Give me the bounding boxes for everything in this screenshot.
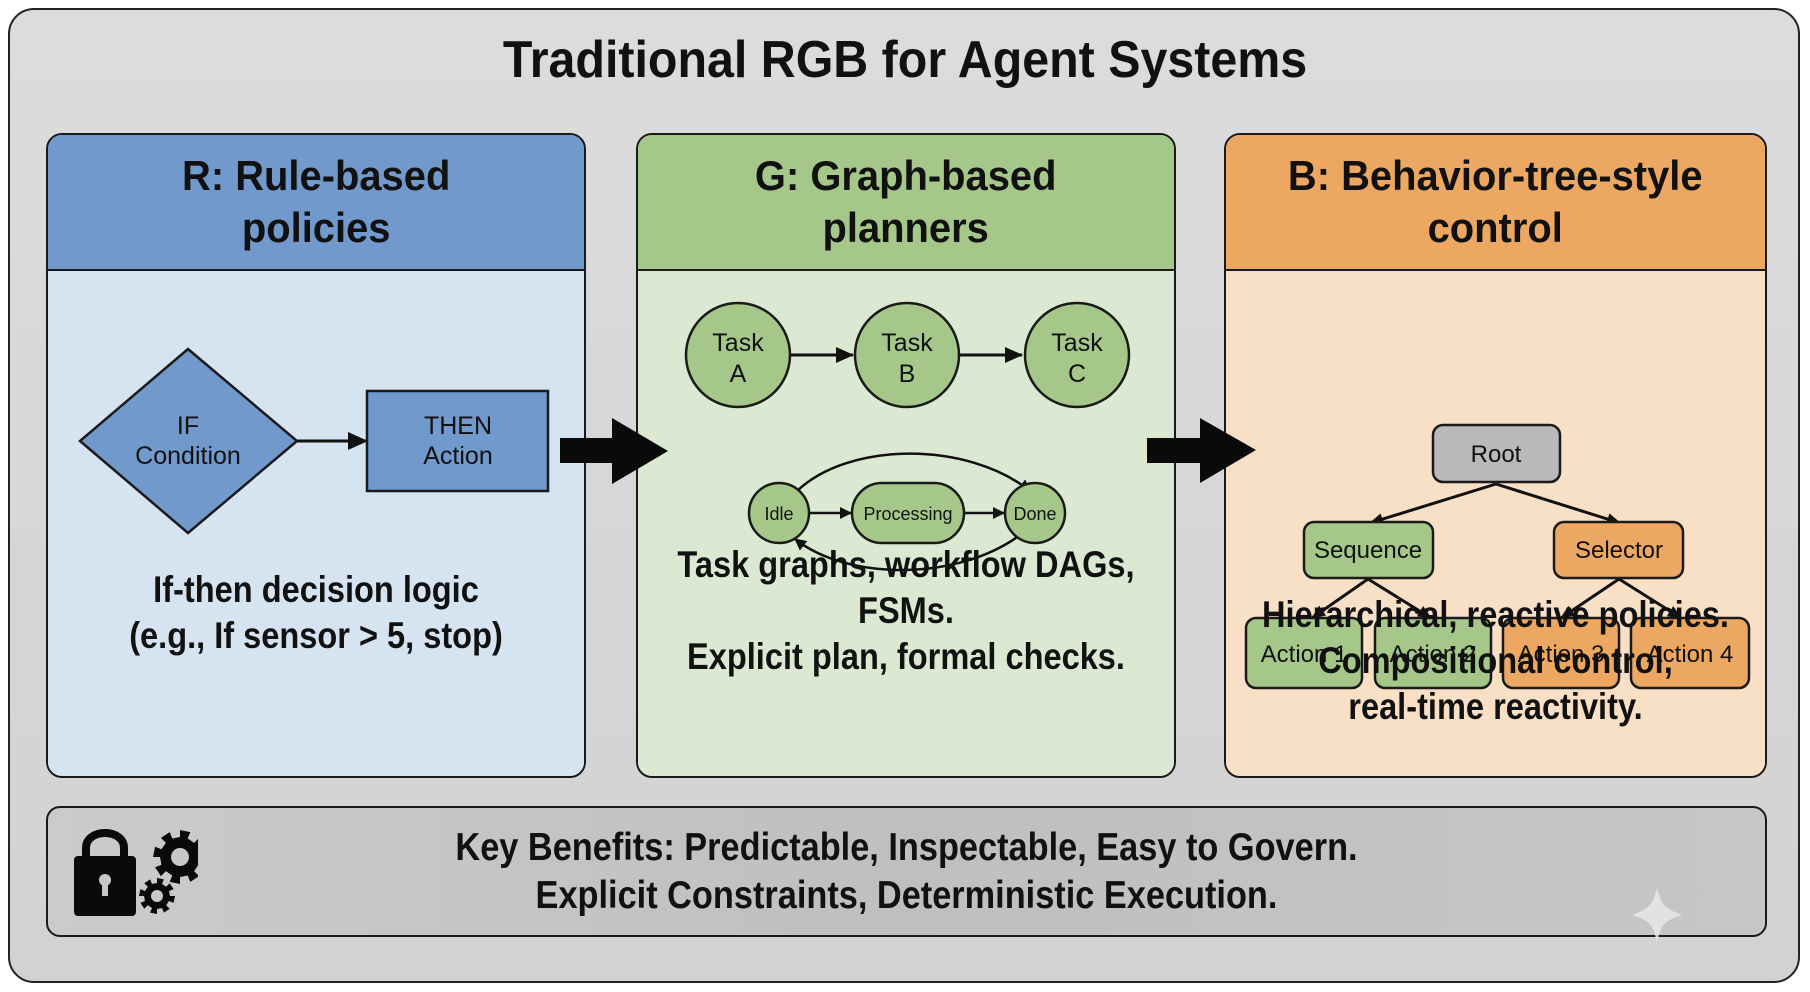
root-to-selector-edge (1495, 482, 1621, 525)
task-node-a (684, 301, 792, 409)
description-line: Compositional control, (1318, 640, 1673, 681)
panel-graph-body: Task A Task B Task C Idle Processing Don… (638, 271, 1174, 776)
task-a-label-line1: Task (712, 329, 764, 357)
panel-graph-heading: G: Graph-based planners (638, 135, 1174, 271)
task-b-label-line1: Task (881, 329, 933, 357)
panel-rule-heading-line: R: Rule-based (181, 152, 451, 199)
fsm-idle-to-done-arc (795, 452, 1031, 493)
key-benefits-bar: Key Benefits: Predictable, Inspectable, … (46, 806, 1767, 937)
condition-label-line2: Condition (135, 442, 241, 470)
panel-graph-heading-line: planners (822, 204, 990, 251)
benefits-line: Explicit Constraints, Deterministic Exec… (535, 874, 1278, 917)
tree-root-label: Root (1471, 441, 1522, 468)
description-line: If-then decision logic (153, 569, 479, 610)
tree-node-sequence (1302, 520, 1435, 580)
condition-label-line1: IF (177, 412, 199, 440)
sequence-to-action2-edge (1367, 577, 1432, 620)
tree-node-action-3 (1501, 616, 1621, 690)
selector-to-action4-edge (1618, 577, 1682, 620)
description-line: real-time reactivity. (1348, 686, 1643, 727)
panel-tree-heading: B: Behavior-tree-style control (1226, 135, 1765, 271)
panel-rule-body: IF Condition THEN Action If-then decisio… (48, 271, 584, 776)
description-line: Task graphs, workflow DAGs, (677, 544, 1135, 585)
rule-diagram: IF Condition THEN Action (78, 347, 550, 535)
action-label-line2: Action (423, 442, 492, 470)
fsm-idle-label: Idle (764, 504, 793, 524)
tree-action-2-label: Action 2 (1390, 641, 1477, 668)
panel-behavior-tree: B: Behavior-tree-style control Root Sequ… (1224, 133, 1767, 778)
task-b-label-line2: B (899, 360, 916, 388)
panel-tree-heading-line: control (1427, 204, 1564, 251)
tree-node-action-2 (1373, 616, 1493, 690)
panel-rule-description: If-then decision logic (e.g., If sensor … (48, 567, 584, 659)
description-line: (e.g., If sensor > 5, stop) (129, 615, 503, 656)
sequence-to-action1-edge (1311, 577, 1369, 620)
tree-action-3-label: Action 3 (1518, 641, 1605, 668)
fsm-done-to-idle-arc (794, 533, 1021, 572)
task-a-label-line2: A (730, 360, 747, 388)
fsm-state-idle (747, 481, 811, 545)
benefits-icons (74, 829, 198, 916)
benefits-text: Key Benefits: Predictable, Inspectable, … (48, 824, 1765, 920)
panel-rule-heading: R: Rule-based policies (48, 135, 584, 271)
task-node-c (1023, 301, 1131, 409)
selector-to-action3-edge (1560, 577, 1620, 620)
tree-action-4-label: Action 4 (1647, 641, 1734, 668)
description-line: FSMs. (858, 590, 954, 631)
fsm-processing-label: Processing (863, 504, 952, 524)
graph-diagram: Task A Task B Task C Idle Processing Don… (684, 301, 1131, 572)
tree-node-action-1 (1244, 616, 1364, 690)
task-node-b (853, 301, 961, 409)
tree-node-selector (1552, 520, 1685, 580)
description-line: Hierarchical, reactive policies. (1262, 594, 1729, 635)
fsm-done-label: Done (1013, 504, 1056, 524)
condition-diamond (78, 347, 299, 535)
action-label-line1: THEN (424, 412, 492, 440)
panel-graph-description: Task graphs, workflow DAGs, FSMs. Explic… (638, 542, 1174, 680)
panel-graph-based: G: Graph-based planners Task A Task B (636, 133, 1176, 778)
tree-action-1-label: Action 1 (1261, 641, 1348, 668)
task-c-label-line2: C (1068, 360, 1086, 388)
panel-rule-based: R: Rule-based policies IF Condition THEN… (46, 133, 586, 778)
tree-node-root (1431, 423, 1562, 484)
page-title: Traditional RGB for Agent Systems (502, 31, 1308, 89)
behavior-tree-diagram: Root Sequence Selector Action 1 Action 2… (1244, 423, 1751, 690)
lock-icon (74, 829, 136, 916)
root-to-sequence-edge (1369, 482, 1497, 525)
task-c-label-line1: Task (1051, 329, 1103, 357)
panel-tree-description: Hierarchical, reactive policies. Composi… (1226, 592, 1765, 730)
panel-rule-heading-line: policies (241, 204, 391, 251)
gear-icon (153, 830, 198, 884)
panel-graph-heading-line: G: Graph-based (755, 152, 1057, 199)
benefits-line: Key Benefits: Predictable, Inspectable, … (455, 826, 1358, 869)
description-line: Explicit plan, formal checks. (687, 636, 1125, 677)
fsm-state-processing (850, 481, 966, 545)
fsm-state-done (1003, 481, 1067, 545)
tree-node-action-4 (1629, 616, 1751, 690)
action-box (365, 389, 550, 493)
tree-sequence-label: Sequence (1314, 537, 1422, 564)
panel-tree-body: Root Sequence Selector Action 1 Action 2… (1226, 271, 1765, 776)
panel-tree-heading-line: B: Behavior-tree-style (1288, 152, 1703, 199)
tree-selector-label: Selector (1575, 537, 1663, 564)
gear-icon-small (139, 878, 175, 914)
